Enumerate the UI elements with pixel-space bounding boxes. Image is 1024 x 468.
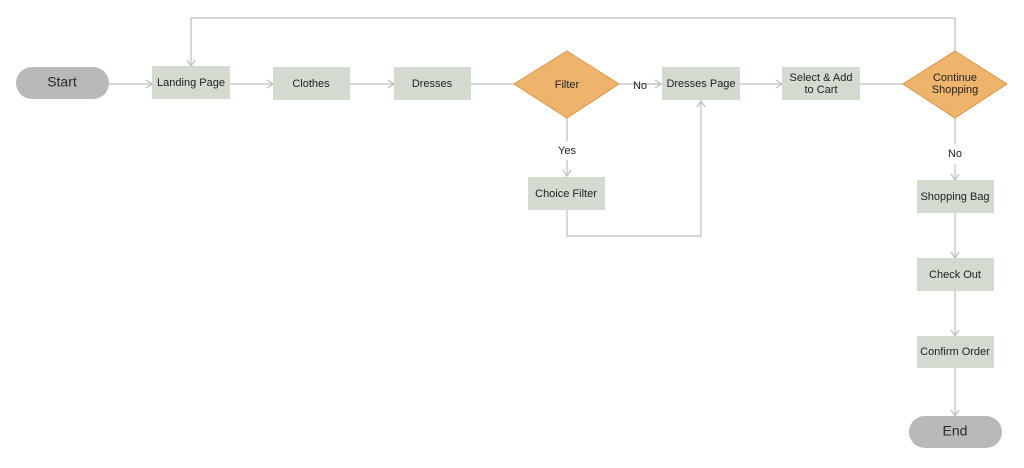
end-label: End: [943, 423, 968, 439]
dresses-page-label: Dresses Page: [666, 78, 735, 90]
edge-continue-landing-loop: [190, 17, 956, 66]
start-node: Start: [16, 67, 109, 99]
select-add-label-line2: to Cart: [804, 84, 837, 96]
confirm-order-label: Confirm Order: [920, 346, 990, 358]
confirm-order-node: Confirm Order: [917, 336, 994, 368]
select-add-node: Select & Add to Cart: [782, 67, 860, 100]
choice-filter-node: Choice Filter: [528, 177, 605, 210]
landing-page-label: Landing Page: [157, 77, 225, 89]
continue-shopping-decision: Continue Shopping: [902, 50, 1008, 119]
dresses-node: Dresses: [394, 67, 471, 100]
check-out-node: Check Out: [917, 258, 994, 291]
filter-label: Filter: [555, 79, 580, 91]
filter-yes-label: Yes: [558, 145, 576, 157]
continue-no-label: No: [948, 148, 962, 160]
clothes-label: Clothes: [292, 78, 330, 90]
continue-label-line1: Continue: [933, 72, 977, 84]
choice-filter-label: Choice Filter: [535, 188, 597, 200]
start-label: Start: [47, 74, 77, 90]
dresses-label: Dresses: [412, 78, 453, 90]
dresses-page-node: Dresses Page: [662, 67, 740, 100]
filter-decision: Filter: [513, 50, 620, 119]
edge-choicefilter-dressespage: [566, 101, 702, 237]
connectors: [109, 17, 960, 418]
arrowhead: [654, 79, 663, 89]
select-add-label-line1: Select & Add: [790, 72, 853, 84]
shopping-bag-label: Shopping Bag: [920, 191, 989, 203]
clothes-node: Clothes: [273, 67, 350, 100]
filter-no-label: No: [633, 80, 647, 92]
shopping-bag-node: Shopping Bag: [917, 180, 994, 213]
arrowhead: [696, 99, 706, 108]
check-out-label: Check Out: [929, 269, 981, 281]
continue-label-line2: Shopping: [932, 84, 979, 96]
arrowhead: [562, 169, 572, 178]
end-node: End: [909, 416, 1002, 448]
landing-page-node: Landing Page: [152, 66, 230, 99]
